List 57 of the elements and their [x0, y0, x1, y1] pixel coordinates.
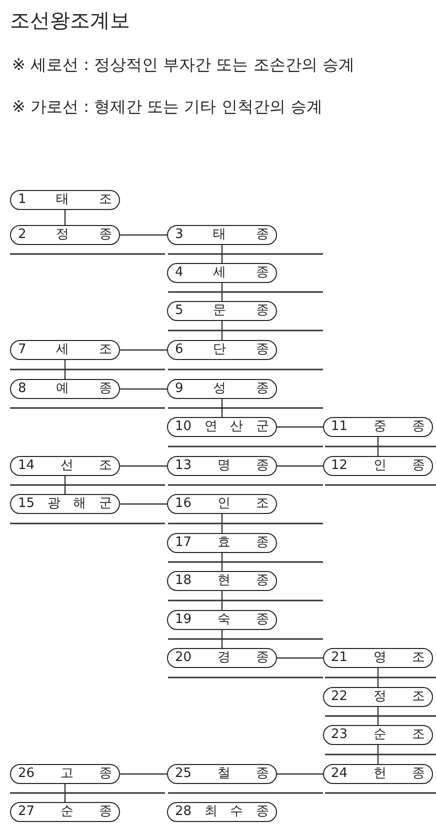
king-box: 26 고 종: [10, 764, 120, 784]
connector-line: [377, 668, 379, 687]
connector-line: [221, 591, 223, 610]
connector-line: [221, 514, 223, 533]
title: 조선왕조계보: [10, 7, 130, 34]
connector-line: [221, 630, 223, 648]
connector-line: [120, 773, 167, 775]
king-box: 25 철 종: [167, 764, 277, 784]
king-box: 5 문 종: [167, 301, 277, 321]
king-box: 4 세 종: [167, 263, 277, 283]
king-box: 3 태 종: [167, 225, 277, 245]
connector-line: [120, 503, 167, 505]
connector-line: [277, 426, 323, 428]
note: ※ 가로선 : 형제간 또는 기타 인척간의 승계: [12, 96, 322, 118]
king-box: 8 예 종: [10, 379, 120, 399]
connector-line: [120, 349, 167, 351]
king-box: 21 영 조: [323, 648, 433, 668]
connector-line: [377, 745, 379, 764]
note: ※ 세로선 : 정상적인 부자간 또는 조손간의 승계: [12, 54, 354, 76]
king-box: 23 순 조: [323, 725, 433, 745]
connector-line: [377, 437, 379, 456]
king-box: 27 순 종: [10, 802, 120, 822]
connector-line: [221, 321, 223, 340]
connector-line: [277, 657, 323, 659]
connector-line: [120, 465, 167, 467]
king-box: 28 최 수 종: [167, 802, 277, 822]
connector-line: [120, 234, 167, 236]
king-box: 13 명 종: [167, 456, 277, 476]
king-box: 12 인 종: [323, 456, 433, 476]
king-box: 14 선 조: [10, 456, 120, 476]
connector-line: [277, 465, 323, 467]
connector-line: [377, 707, 379, 725]
connector-line: [221, 245, 223, 263]
king-box: 24 헌 종: [323, 764, 433, 784]
king-box: 15 광 해 군: [10, 494, 120, 514]
king-box: 20 경 종: [167, 648, 277, 668]
king-box: 16 인 조: [167, 494, 277, 514]
connector-line: [221, 283, 223, 301]
king-box: 18 현 종: [167, 571, 277, 591]
connector-line: [64, 360, 66, 379]
connector-line: [64, 784, 66, 802]
connector-line: [64, 210, 66, 225]
king-box: 2 정 종: [10, 225, 120, 245]
king-box: 19 숙 종: [167, 610, 277, 630]
connector-line: [221, 399, 223, 417]
king-box: 10 연 산 군: [167, 417, 277, 437]
king-box: 11 중 종: [323, 417, 433, 437]
king-box: 7 세 조: [10, 340, 120, 360]
king-box: 17 효 종: [167, 533, 277, 553]
king-box: 6 단 종: [167, 340, 277, 360]
king-box: 9 성 종: [167, 379, 277, 399]
connector-line: [64, 476, 66, 494]
connector-line: [221, 553, 223, 571]
connector-line: [120, 388, 167, 390]
connector-line: [277, 773, 323, 775]
king-box: 1 태 조: [10, 190, 120, 210]
king-box: 22 정 조: [323, 687, 433, 707]
